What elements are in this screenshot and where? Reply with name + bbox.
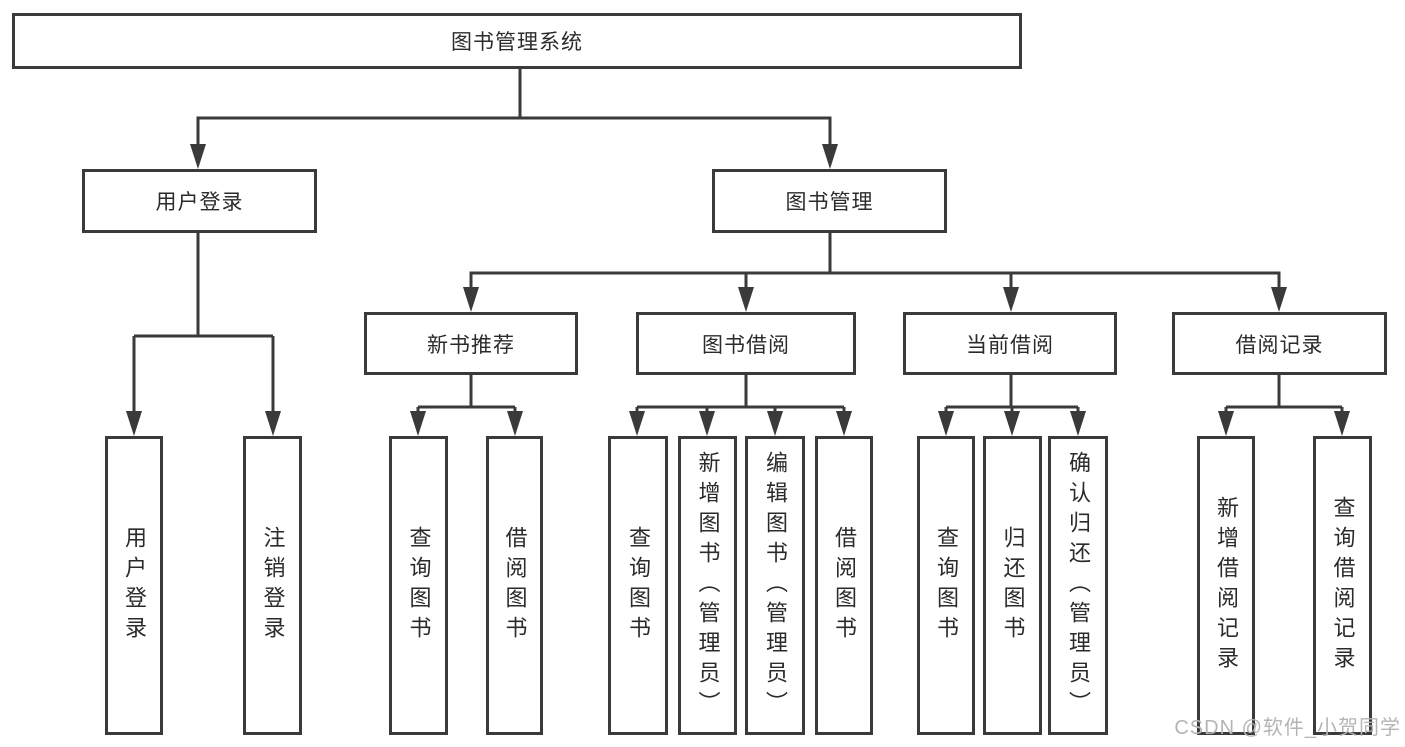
arrow-down-icon [836, 411, 852, 436]
leaf-label: 注销登录 [260, 525, 286, 646]
leaf-label: 归还图书 [1000, 525, 1026, 646]
arrow-down-icon [629, 411, 645, 436]
arrow-down-icon [1070, 411, 1086, 436]
edge-bookborrow-to-leaves [635, 375, 846, 416]
edge-bookmgmt-to-sections [469, 233, 1281, 294]
arrow-down-icon [1218, 411, 1234, 436]
leaf-confirm-return-admin: 确认归还（管理员） [1048, 436, 1108, 735]
leaf-borrow-books-recommend: 借阅图书 [486, 436, 543, 735]
leaf-label: 查询图书 [406, 525, 432, 646]
leaf-label: 借阅图书 [502, 525, 528, 646]
arrow-down-icon [938, 411, 954, 436]
leaf-query-books-borrow: 查询图书 [608, 436, 668, 735]
edge-newbook-to-leaves [416, 375, 517, 416]
leaf-query-books-recommend: 查询图书 [389, 436, 448, 735]
leaf-label: 查询图书 [934, 525, 959, 646]
arrow-down-icon [507, 411, 523, 436]
leaf-label: 查询借阅记录 [1330, 495, 1356, 676]
watermark-text: CSDN @软件_小贺同学 [1174, 717, 1401, 739]
edge-records-to-leaves [1224, 375, 1344, 416]
leaf-user-login: 用户登录 [105, 436, 163, 735]
node-label: 借阅记录 [1235, 333, 1324, 357]
node-borrow-records: 借阅记录 [1172, 312, 1387, 375]
leaf-label: 新增借阅记录 [1214, 495, 1239, 676]
leaf-label: 借阅图书 [832, 525, 857, 646]
node-new-book-recommend: 新书推荐 [364, 312, 578, 375]
edge-currentborrow-to-leaves [944, 375, 1080, 416]
leaf-label: 新增图书（管理员） [695, 450, 721, 721]
arrow-down-icon [1334, 411, 1350, 436]
leaf-borrow-books: 借阅图书 [815, 436, 873, 735]
arrow-down-icon [699, 411, 715, 436]
leaf-query-borrow-record: 查询借阅记录 [1313, 436, 1372, 735]
edge-root-to-level2 [196, 69, 832, 150]
arrow-down-icon [822, 144, 838, 169]
leaf-label: 确认归还（管理员） [1066, 450, 1091, 721]
leaf-label: 编辑图书（管理员） [763, 450, 788, 721]
arrow-down-icon [463, 287, 479, 312]
node-book-management: 图书管理 [712, 169, 947, 233]
leaf-edit-books-admin: 编辑图书（管理员） [745, 436, 805, 735]
arrow-down-icon [1004, 411, 1020, 436]
arrow-down-icon [767, 411, 783, 436]
leaf-label: 用户登录 [122, 525, 147, 646]
leaf-query-books-current: 查询图书 [917, 436, 975, 735]
node-book-borrowing: 图书借阅 [636, 312, 856, 375]
node-label: 图书借阅 [702, 333, 790, 357]
edge-userlogin-to-leaves [132, 233, 275, 414]
arrow-down-icon [190, 144, 206, 169]
node-label: 用户登录 [155, 191, 244, 214]
arrow-down-icon [1271, 287, 1287, 312]
arrow-down-icon [126, 411, 142, 436]
leaf-add-books-admin: 新增图书（管理员） [678, 436, 737, 735]
node-label: 图书管理 [785, 191, 874, 214]
leaf-add-borrow-record: 新增借阅记录 [1197, 436, 1255, 735]
node-current-borrowing: 当前借阅 [903, 312, 1117, 375]
node-root-system: 图书管理系统 [12, 13, 1022, 69]
node-label: 新书推荐 [427, 333, 515, 357]
leaf-return-books: 归还图书 [983, 436, 1042, 735]
node-user-login: 用户登录 [82, 169, 317, 233]
node-label: 当前借阅 [966, 333, 1054, 357]
arrow-down-icon [738, 287, 754, 312]
arrow-down-icon [1003, 287, 1019, 312]
node-label: 图书管理系统 [451, 31, 583, 54]
arrow-down-icon [265, 411, 281, 436]
leaf-logout: 注销登录 [243, 436, 302, 735]
arrow-down-icon [410, 411, 426, 436]
leaf-label: 查询图书 [626, 525, 651, 646]
